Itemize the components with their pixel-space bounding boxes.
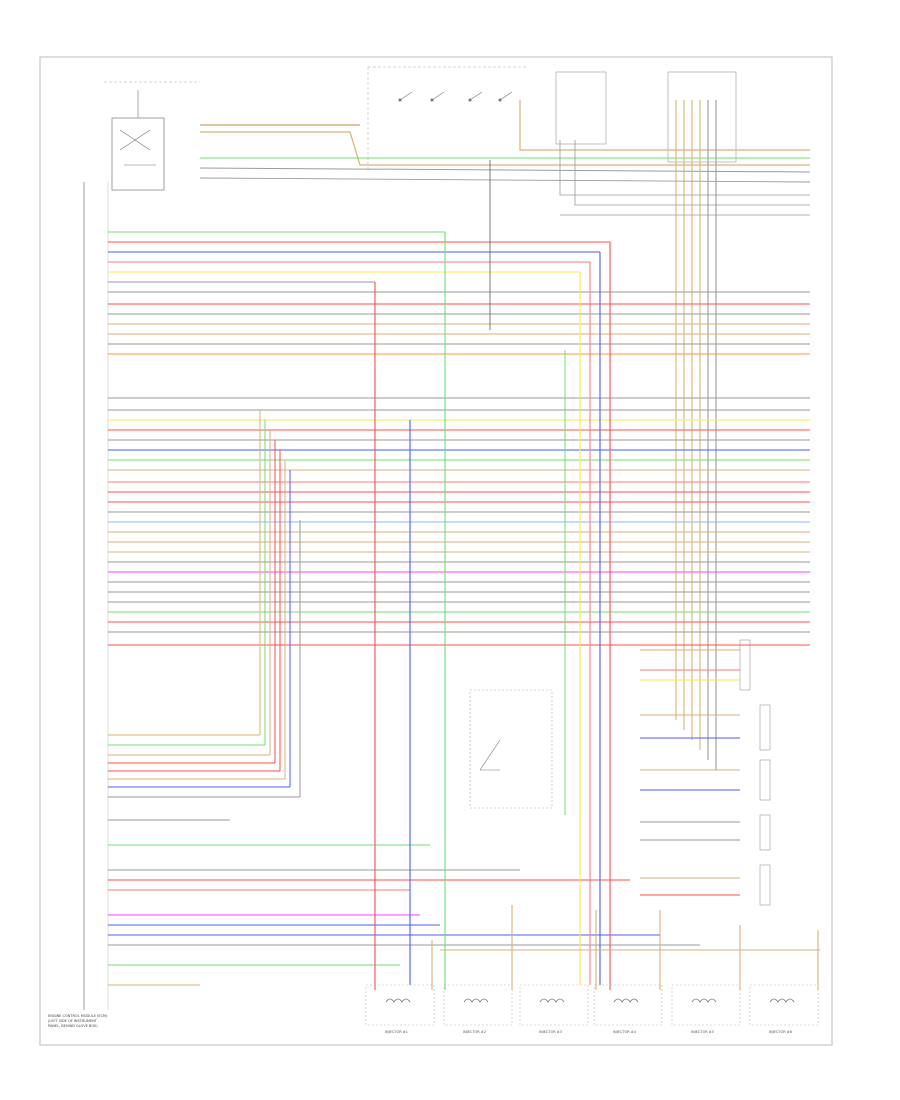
upper-connector [555, 71, 737, 163]
injector-1-coil-icon [385, 998, 411, 1003]
injector-1-label: INJECTOR #1 [385, 1030, 408, 1034]
wire-top-gray [199, 167, 811, 173]
ecm-caption-line-3: PANEL, BEHIND GLOVE BOX) [48, 1024, 98, 1028]
injector-2-coil-icon [463, 998, 489, 1003]
wire-top-tan-3 [519, 100, 810, 151]
switch-group [367, 66, 528, 170]
injector-6: INJECTOR #6 [749, 984, 819, 1034]
injector-3-label: INJECTOR #3 [539, 1030, 562, 1034]
sensor-connector-5 [759, 864, 771, 906]
injector-2-box [443, 984, 513, 1026]
injector-1-box [365, 984, 435, 1026]
injector-6-coil-icon [769, 998, 795, 1003]
injector-group: INJECTOR #1 INJECTOR #2 INJECTOR #3 INJECTO… [365, 984, 819, 1034]
injector-2: INJECTOR #2 [443, 984, 513, 1034]
injector-4-box [593, 984, 663, 1026]
sensor-connector-3 [759, 759, 771, 801]
injector-5-coil-icon [691, 998, 717, 1003]
sensor-connector-2 [759, 704, 771, 751]
injector-6-box [749, 984, 819, 1026]
injector-6-label: INJECTOR #6 [769, 1030, 792, 1034]
injector-4-label: INJECTOR #4 [613, 1030, 637, 1034]
mid-component [469, 689, 553, 809]
wire-top-gray-3 [559, 140, 810, 196]
injector-2-label: INJECTOR #2 [463, 1030, 486, 1034]
ecm-caption-line-1: ENGINE CONTROL MODULE (ECM) [48, 1014, 108, 1018]
right-sensor-group [640, 639, 771, 906]
injector-4-coil-icon [613, 998, 639, 1003]
sensor-connector-4 [759, 814, 771, 851]
injector-3: INJECTOR #3 [519, 984, 589, 1034]
ecm-connector [83, 182, 109, 1010]
injector-5-box [671, 984, 741, 1026]
wire-top-gray-2 [199, 177, 811, 183]
injector-3-coil-icon [539, 998, 565, 1003]
wire-top-gray-4 [574, 140, 810, 206]
injector-1: INJECTOR #1 [365, 984, 435, 1034]
injector-5: INJECTOR #5 [671, 984, 741, 1034]
sensor-connector-1 [739, 639, 751, 691]
injector-3-box [519, 984, 589, 1026]
wire-group [108, 100, 820, 990]
diagram-frame [39, 56, 833, 1046]
wire-top-tan-2 [200, 131, 810, 166]
injector-4: INJECTOR #4 [593, 984, 663, 1034]
ecm-caption-line-2: (LEFT SIDE OF INSTRUMENT [48, 1019, 98, 1023]
fuse-block [104, 81, 200, 191]
injector-5-label: INJECTOR #5 [691, 1030, 714, 1034]
